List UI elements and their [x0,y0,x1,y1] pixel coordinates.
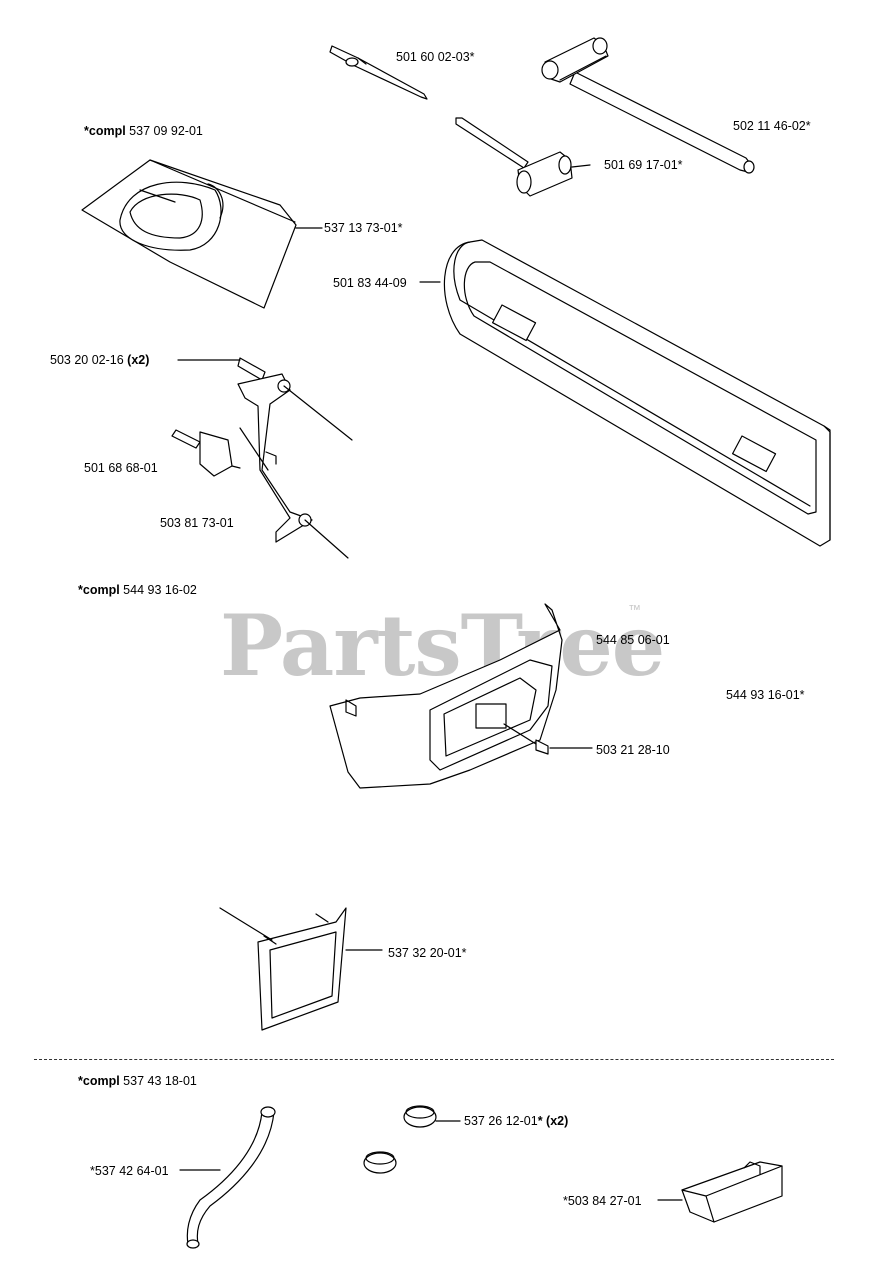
kit-prefix: *compl [78,583,120,597]
part-label-503817301: 503 81 73-01 [160,516,234,530]
part-label-537322001: 537 32 20-01* [388,946,467,960]
part-label-501691701: 501 69 17-01* [604,158,683,172]
part-number: 503 20 02-16 [50,353,124,367]
part-label-537426401: *537 42 64-01 [90,1164,169,1178]
t-wrench-part [541,37,755,174]
quantity: (x2) [127,353,150,367]
quantity: (x2) [546,1114,569,1128]
kit-label-537099201: *compl 537 09 92-01 [84,124,203,138]
part-label-503842701: *503 84 27-01 [563,1194,642,1208]
kit-number: 537 09 92-01 [129,124,203,138]
part-label-544931601: 544 93 16-01* [726,688,805,702]
kit-label-537431801: *compl 537 43 18-01 [78,1074,197,1088]
part-label-502114602: 502 11 46-02* [733,119,811,133]
part-label-544850601: 544 85 06-01 [596,633,670,647]
cover-plate-part [219,907,383,1031]
bracket-assembly-part [171,357,353,559]
kit-number: 544 93 16-02 [123,583,197,597]
part-label-537261201: 537 26 12-01* (x2) [464,1114,568,1128]
part-label-501600203: 501 60 02-03* [396,50,475,64]
section-divider [34,1059,834,1060]
plug-part [363,1105,461,1174]
block-part [657,1161,783,1223]
kit-prefix: *compl [84,124,126,138]
part-number: 537 26 12-01 [464,1114,538,1128]
part-label-537137301: 537 13 73-01* [324,221,403,235]
bar-cover-bag-part [81,159,323,309]
bar-guard-part [419,239,831,547]
screwdriver-part [329,45,428,100]
combination-tool-part [455,117,591,197]
watermark-brand: PartsTree [220,596,665,695]
hose-part [179,1106,276,1249]
watermark-trademark: ™ [628,602,641,617]
kit-number: 537 43 18-01 [123,1074,197,1088]
part-label-501834409: 501 83 44-09 [333,276,407,290]
star-mark: * [537,1114,543,1128]
sprocket-cover-part [329,603,593,789]
kit-prefix: *compl [78,1074,120,1088]
kit-label-544931602: *compl 544 93 16-02 [78,583,197,597]
part-label-503212810: 503 21 28-10 [596,743,670,757]
part-label-503200216: 503 20 02-16 (x2) [50,353,149,367]
part-label-501686801: 501 68 68-01 [84,461,158,475]
